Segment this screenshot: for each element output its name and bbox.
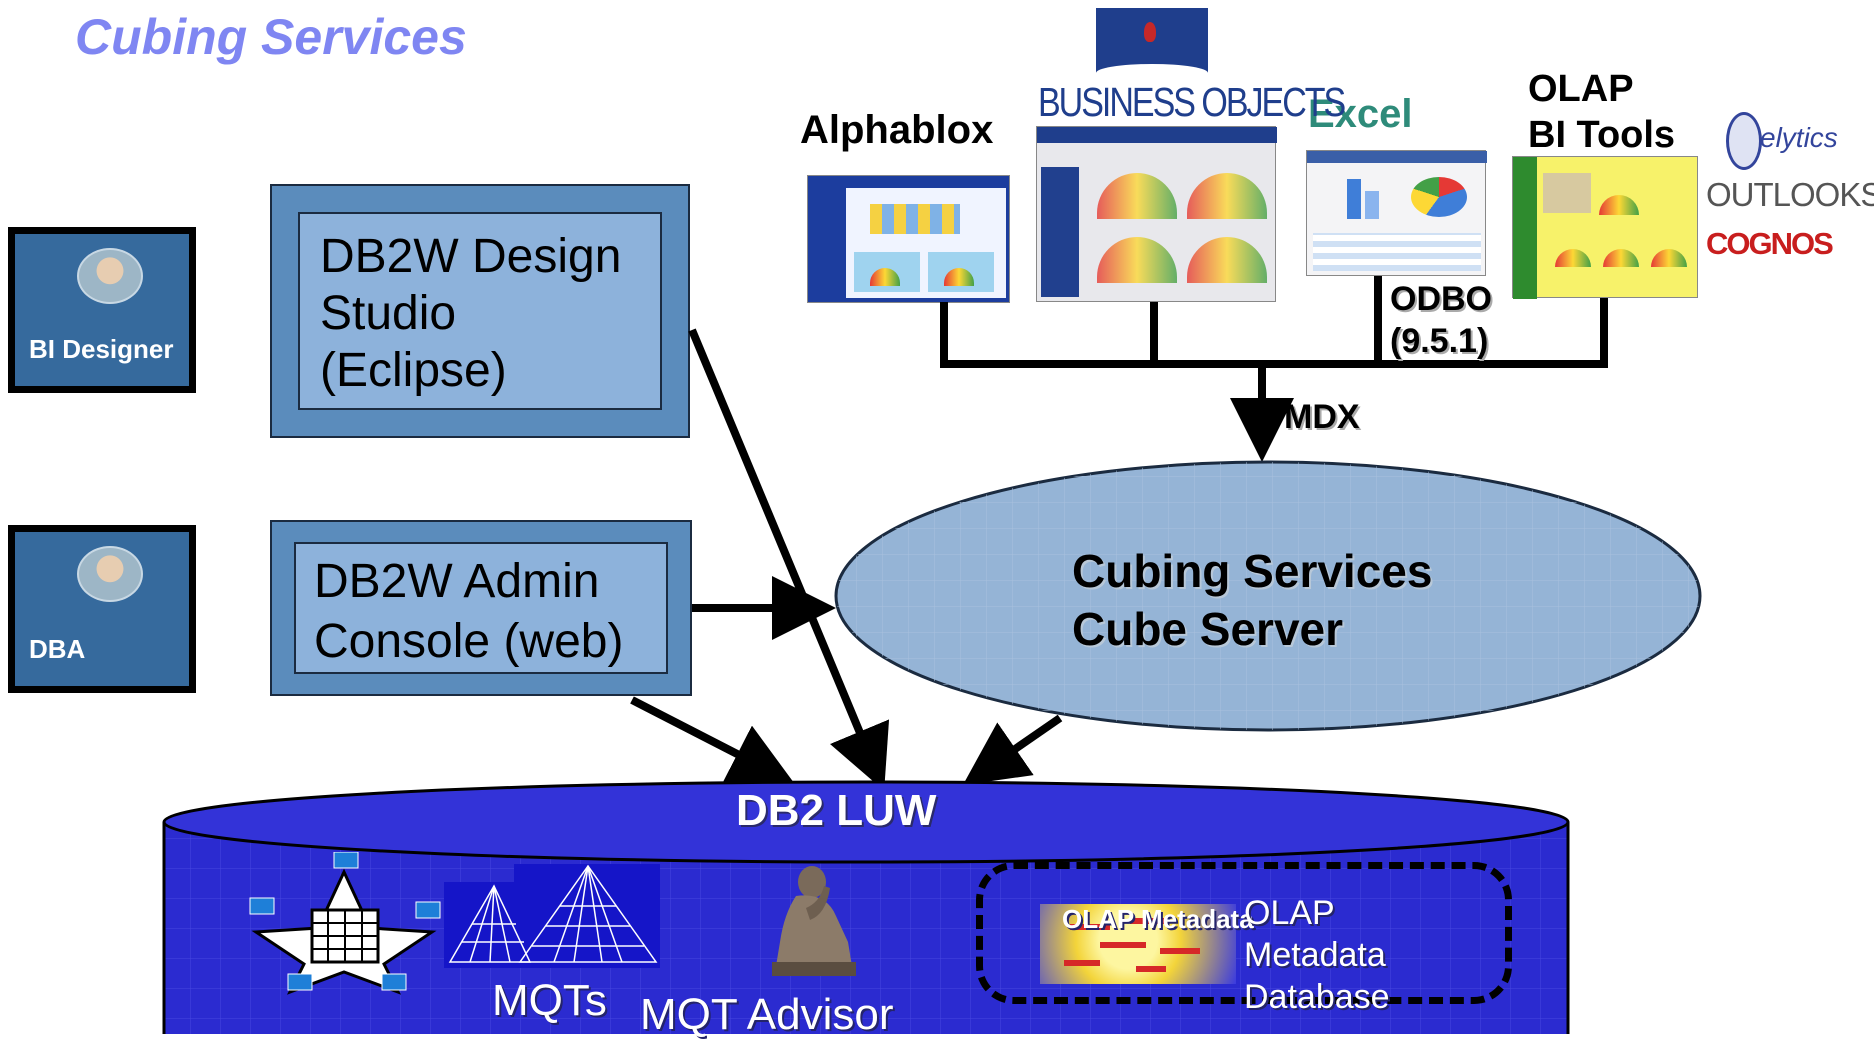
olap-bi-tools-label: OLAP BI Tools [1528,68,1676,156]
olap-metadata-label: OLAP Metadata [1062,904,1254,934]
admin-console-line-1: DB2W Admin [314,555,600,608]
odbo-label: ODBO (9.5.1) [1390,280,1492,360]
design-studio-to-db-arrow [688,328,890,791]
alphablox-label: Alphablox [800,108,994,152]
bi-designer-label: BI Designer [29,334,174,364]
admin-to-db-arrow [630,696,795,784]
admin-console-box: DB2W Admin Console (web) [270,520,692,696]
olap-metadata-region [976,862,1512,1004]
business-objects-screenshot [1036,126,1277,302]
olap-metadata-db-label: OLAP Metadata Database [1244,894,1390,1016]
dba-role: DBA [8,525,196,693]
db2-luw-label: DB2 LUW [736,786,937,835]
bi-designer-role: BI Designer [8,227,196,393]
excel-label: Excel [1308,92,1413,136]
mqt-pyramids-icon [444,864,660,968]
mqts-label: MQTs [492,976,607,1025]
design-studio-box: DB2W Design Studio (Eclipse) [270,184,690,438]
mqt-advisor-label: MQT Advisor [640,990,894,1039]
person-icon [77,248,143,304]
design-studio-line-1: DB2W Design [320,230,622,283]
page-title: Cubing Services [75,9,467,65]
cube-to-db-arrow [962,714,1063,786]
design-studio-line-2: Studio [320,287,457,340]
design-studio-line-3: (Eclipse) [320,344,507,397]
olap-metadata-chart [1040,904,1236,984]
cube-server-label: Cubing Services Cube Server [1072,545,1433,655]
cognos-label: COGNOS [1706,226,1834,261]
elytics-label: elytics [1760,122,1838,153]
star-schema-icon [249,852,441,995]
business-objects-logo-icon [1096,8,1208,82]
business-objects-label: BUSINESS OBJECTS [1038,80,1346,126]
outlooksoft-label: OUTLOOKSOFT [1706,176,1874,213]
person-icon [77,546,143,602]
dba-label: DBA [29,634,86,664]
excel-screenshot [1306,150,1487,276]
olap-bi-tools-screenshot [1512,156,1698,299]
mdx-label: MDX [1284,398,1360,436]
alphablox-screenshot [807,175,1010,303]
admin-console-line-2: Console (web) [314,615,624,668]
thinker-statue-icon [772,866,856,976]
elytics-logo-icon [1726,112,1762,170]
cube-server-ellipse [834,460,1702,732]
